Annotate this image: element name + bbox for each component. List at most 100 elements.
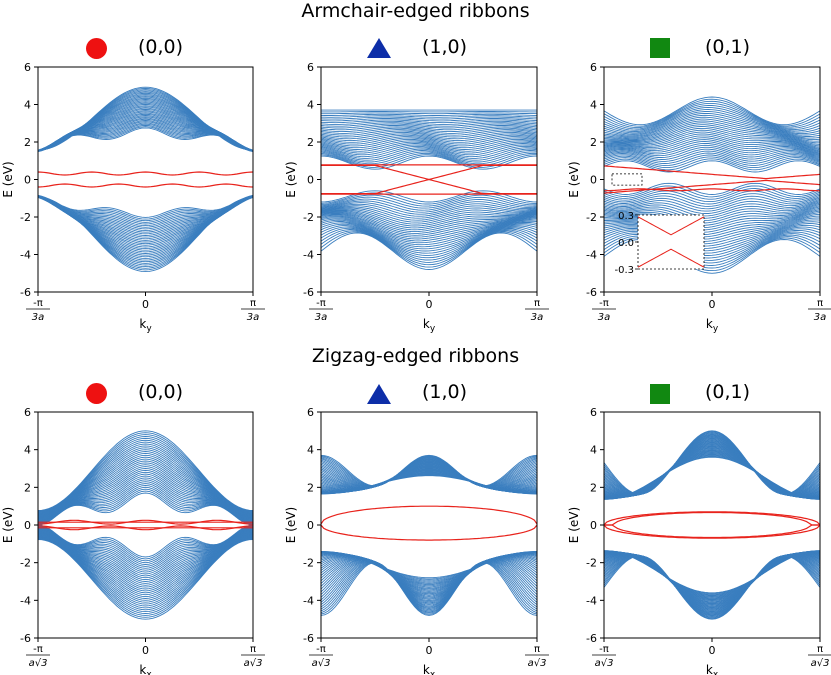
x-tick-label: 0 bbox=[142, 644, 149, 657]
panel-title: (1,0) bbox=[422, 36, 468, 58]
band-line bbox=[604, 198, 820, 212]
band-line bbox=[604, 109, 820, 134]
x-axis-label-subscript: y bbox=[430, 324, 436, 334]
band-line bbox=[38, 526, 253, 565]
y-tick-label: -6 bbox=[20, 632, 31, 645]
y-tick-label: -2 bbox=[20, 211, 31, 224]
band-line bbox=[604, 197, 820, 210]
y-axis-label: E (eV) bbox=[284, 161, 298, 197]
x-tick-label: 0 bbox=[709, 298, 716, 311]
band-line bbox=[604, 152, 820, 164]
band-line bbox=[38, 196, 253, 268]
band-line bbox=[604, 122, 820, 144]
y-tick-label: 0 bbox=[307, 174, 314, 187]
band-line bbox=[604, 102, 820, 130]
y-tick-label: 6 bbox=[590, 61, 597, 74]
x-axis-label: kx bbox=[423, 663, 436, 675]
band-line bbox=[321, 227, 537, 261]
band-line bbox=[321, 150, 537, 163]
band-line bbox=[38, 492, 253, 526]
x-axis-label-subscript: x bbox=[430, 670, 436, 675]
band-line bbox=[604, 133, 820, 152]
band-line bbox=[604, 205, 820, 224]
band-line bbox=[38, 526, 253, 567]
y-tick-label: -6 bbox=[303, 632, 314, 645]
x-tick-label: π bbox=[817, 644, 823, 655]
band-line bbox=[38, 488, 253, 525]
panel-title: (0,1) bbox=[705, 381, 751, 403]
edge-state-line bbox=[604, 511, 820, 526]
x-axis-label: ky bbox=[139, 317, 152, 334]
band-line bbox=[321, 141, 537, 152]
band-line bbox=[321, 151, 537, 165]
band-line bbox=[321, 113, 537, 116]
band-line bbox=[321, 461, 537, 489]
band-line bbox=[604, 141, 820, 156]
band-line bbox=[321, 561, 537, 615]
band-line bbox=[321, 143, 537, 154]
armchair-section-title: Armchair-edged ribbons bbox=[301, 0, 530, 22]
band-line bbox=[321, 208, 537, 225]
band-line bbox=[321, 557, 537, 600]
x-tick-label: 3a bbox=[315, 312, 328, 323]
band-line bbox=[604, 195, 820, 207]
x-axis-label-subscript: y bbox=[713, 324, 719, 334]
x-axis-label-subscript: x bbox=[713, 670, 719, 675]
band-line bbox=[321, 457, 537, 488]
band-line bbox=[604, 160, 820, 173]
band-line bbox=[321, 213, 537, 236]
edge-state-line bbox=[38, 525, 253, 531]
y-tick-label: 2 bbox=[590, 136, 597, 149]
band-line bbox=[38, 127, 253, 153]
y-tick-label: -2 bbox=[586, 211, 597, 224]
band-line bbox=[38, 86, 253, 151]
edge-state-line bbox=[321, 524, 537, 541]
inset-edge-state bbox=[637, 248, 705, 268]
band-line bbox=[38, 539, 253, 620]
y-tick-label: 4 bbox=[24, 444, 31, 457]
edge-state-line bbox=[38, 183, 253, 188]
band-line bbox=[38, 195, 253, 220]
band-line bbox=[321, 558, 537, 605]
band-line bbox=[321, 229, 537, 263]
band-line bbox=[38, 430, 253, 511]
x-tick-label: 0 bbox=[426, 644, 433, 657]
circle-marker-icon bbox=[86, 383, 107, 404]
band-line bbox=[321, 196, 537, 209]
band-line bbox=[321, 558, 537, 603]
x-axis-label: kx bbox=[706, 663, 719, 675]
band-line bbox=[321, 194, 537, 207]
band-line bbox=[321, 119, 537, 124]
y-tick-label: -4 bbox=[303, 594, 314, 607]
y-tick-label: -4 bbox=[586, 249, 597, 262]
band-line bbox=[604, 202, 820, 219]
band-line bbox=[604, 146, 820, 159]
band-line bbox=[38, 483, 253, 524]
band-line bbox=[321, 198, 537, 211]
y-tick-label: -6 bbox=[20, 286, 31, 299]
band-line bbox=[604, 185, 820, 198]
band-line bbox=[38, 126, 253, 152]
panel-title: (0,1) bbox=[705, 36, 751, 58]
y-axis-label: E (eV) bbox=[284, 507, 298, 543]
edge-state-line bbox=[321, 164, 537, 195]
band-line bbox=[321, 216, 537, 242]
x-tick-label: -π bbox=[599, 298, 609, 309]
plot-area bbox=[321, 454, 537, 616]
x-tick-label: 3a bbox=[814, 312, 827, 323]
band-line bbox=[604, 118, 820, 141]
band-line bbox=[321, 144, 537, 156]
y-tick-label: 4 bbox=[307, 444, 314, 457]
band-line bbox=[321, 116, 537, 120]
band-line bbox=[321, 130, 537, 138]
band-line bbox=[604, 139, 820, 155]
y-tick-label: 0 bbox=[590, 174, 597, 187]
square-marker-icon bbox=[650, 38, 670, 58]
band-line bbox=[604, 144, 820, 158]
band-line bbox=[38, 458, 253, 518]
edge-state-line bbox=[321, 505, 537, 525]
x-axis-label: ky bbox=[423, 317, 436, 334]
